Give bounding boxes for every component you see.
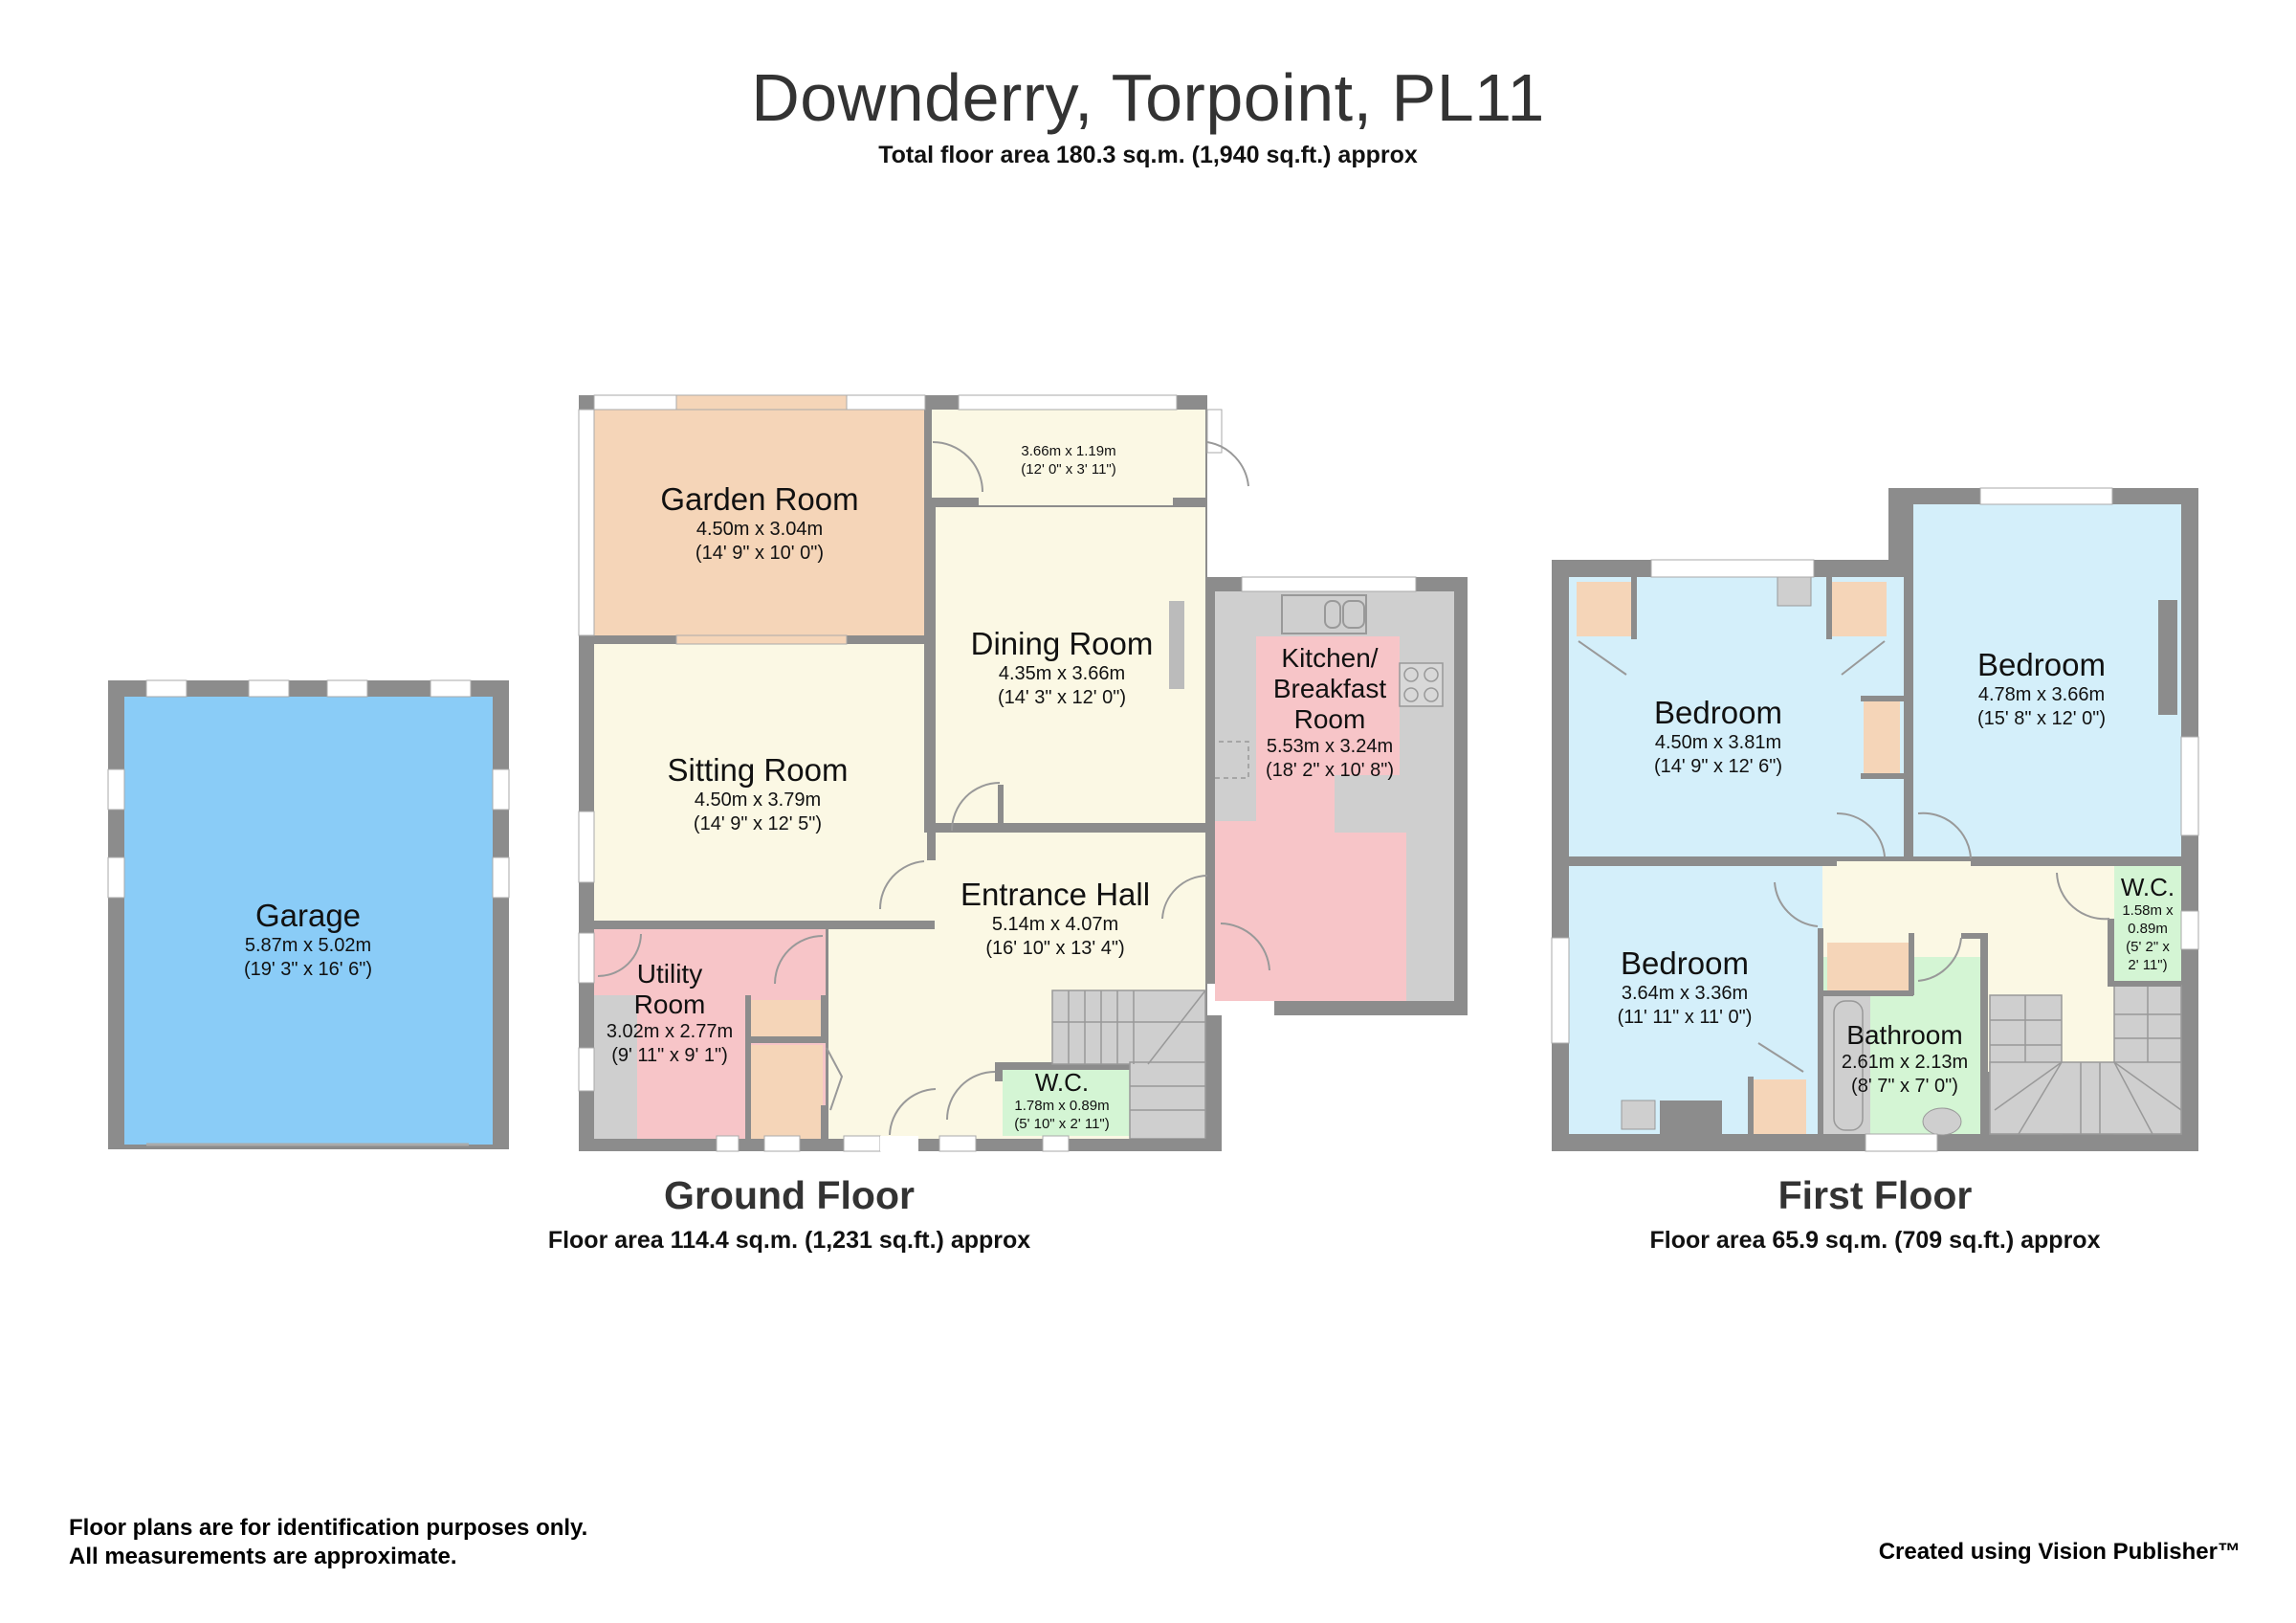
room-imperial: (14' 9" x 12' 6") [1653,756,1783,777]
room-metric: 4.50m x 3.79m [694,789,822,811]
room-name-line1: Kitchen/ [1281,643,1379,673]
room-imperial: (14' 9" x 12' 5") [693,813,823,834]
disclaimer-line-2: All measurements are approximate. [69,1544,457,1569]
room-name-line2: Breakfast [1272,674,1387,703]
room-name-line1: Utility [636,959,703,989]
room-name: Bedroom [1654,695,1782,730]
room-label-bathroom: Bathroom 2.61m x 2.13m (8' 7" x 7' 0") [1842,1020,1968,1099]
room-imperial: (15' 8" x 12' 0") [1976,708,2107,729]
room-imperial: (11' 11" x 11' 0") [1617,1007,1753,1028]
room-metric: 4.35m x 3.66m [998,663,1126,684]
room-label-sitting-room: Sitting Room 4.50m x 3.79m (14' 9" x 12'… [668,752,849,836]
room-imperial: (14' 3" x 12' 0") [997,687,1127,708]
disclaimer-line-1: Floor plans are for identification purpo… [69,1515,588,1541]
ground-floor-area: Floor area 114.4 sq.m. (1,231 sq.ft.) ap… [547,1227,1031,1254]
total-floor-area: Total floor area 180.3 sq.m. (1,940 sq.f… [878,142,1418,168]
room-metric: 4.78m x 3.66m [1977,684,2106,705]
room-imperial-2: 2' 11") [2128,957,2168,973]
room-imperial: (18' 2" x 10' 8") [1265,760,1395,781]
room-label-bedroom-3: Bedroom 3.64m x 3.36m (11' 11" x 11' 0") [1618,945,1753,1030]
room-label-garage: Garage 5.87m x 5.02m (19' 3" x 16' 6") [244,898,372,982]
room-imperial: (12' 0" x 3' 11") [1021,461,1116,478]
room-metric: 2.61m x 2.13m [1841,1052,1969,1073]
room-name: Bedroom [1621,945,1749,981]
room-name: Bedroom [1977,647,2106,682]
room-imperial: (16' 10" x 13' 4") [985,938,1125,959]
room-name: W.C. [2120,873,2175,901]
room-metric: 5.87m x 5.02m [244,935,372,956]
room-metric: 5.53m x 3.24m [1266,736,1394,757]
room-imperial: (5' 10" x 2' 11") [1014,1116,1110,1132]
room-metric: 3.02m x 2.77m [606,1021,734,1042]
room-label-kitchen-breakfast: Kitchen/ Breakfast Room 5.53m x 3.24m (1… [1266,643,1394,783]
room-metric: 4.50m x 3.81m [1654,732,1782,753]
room-imperial-1: (5' 2" x [2126,939,2170,955]
disclaimer: Floor plans are for identification purpo… [69,1514,587,1571]
room-label-bedroom-2: Bedroom 4.78m x 3.66m (15' 8" x 12' 0") [1977,647,2106,731]
room-name-line2: Room [633,989,706,1019]
room-name: Garage [254,898,362,933]
room-label-dining-room: Dining Room 4.35m x 3.66m (14' 3" x 12' … [971,626,1154,710]
room-label-garden-room: Garden Room 4.50m x 3.04m (14' 9" x 10' … [660,481,858,566]
room-metric-1: 1.58m x [2122,902,2174,919]
room-name-line3: Room [1293,704,1366,734]
room-name: Dining Room [970,626,1154,661]
page-title: Downderry, Torpoint, PL11 [751,60,1545,135]
room-label-ground-wc: W.C. 1.78m x 0.89m (5' 10" x 2' 11") [1014,1068,1109,1133]
room-metric: 5.14m x 4.07m [991,914,1119,935]
room-metric: 3.64m x 3.36m [1621,983,1749,1004]
ground-floor-plan [578,394,1475,1152]
room-name: Sitting Room [667,752,849,788]
room-label-bedroom-1: Bedroom 4.50m x 3.81m (14' 9" x 12' 6") [1654,695,1782,779]
room-metric: 1.78m x 0.89m [1014,1098,1110,1114]
room-metric-2: 0.89m [2128,921,2168,937]
room-label-conservatory-strip: 3.66m x 1.19m (12' 0" x 3' 11") [1021,442,1115,478]
first-floor-title: First Floor [1777,1173,1973,1217]
room-imperial: (19' 3" x 16' 6") [243,959,373,980]
room-imperial: (9' 11" x 9' 1") [611,1045,728,1066]
first-floor-area: Floor area 65.9 sq.m. (709 sq.ft.) appro… [1649,1227,2101,1254]
room-label-first-wc: W.C. 1.58m x 0.89m (5' 2" x 2' 11") [2121,873,2175,974]
software-credit: Created using Vision Publisher™ [1878,1539,2241,1565]
room-metric: 4.50m x 3.04m [695,519,824,540]
room-name: Garden Room [660,481,859,517]
room-name: Bathroom [1846,1020,1963,1050]
room-label-utility-room: Utility Room 3.02m x 2.77m (9' 11" x 9' … [607,959,733,1068]
room-imperial: (14' 9" x 10' 0") [695,543,825,564]
first-floor-plan [1551,487,2199,1152]
room-metric: 3.66m x 1.19m [1021,443,1116,459]
room-imperial: (8' 7" x 7' 0") [1851,1076,1958,1097]
room-name: Entrance Hall [960,877,1151,912]
room-label-entrance-hall: Entrance Hall 5.14m x 4.07m (16' 10" x 1… [960,877,1150,961]
room-name: W.C. [1034,1068,1090,1097]
ground-floor-title: Ground Floor [664,1173,915,1217]
garage-plan [107,679,510,1149]
